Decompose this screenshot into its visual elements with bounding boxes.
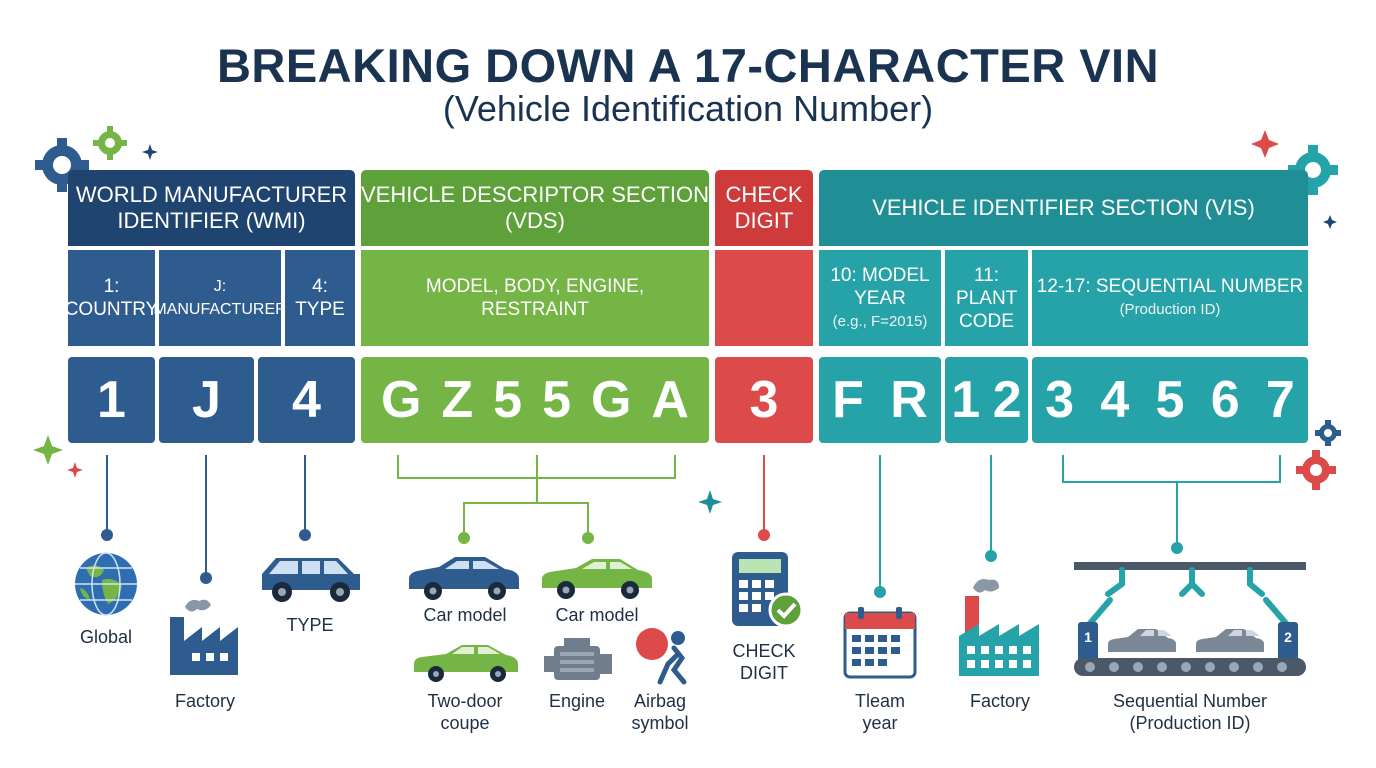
gear-icon — [93, 126, 127, 160]
vin-year-box: F R — [819, 357, 941, 443]
vin-seq-box: 3 4 5 6 7 — [1032, 357, 1308, 443]
check-digit-header: CHECK DIGIT — [715, 170, 813, 246]
vin-char: A — [651, 371, 689, 429]
svg-text:2: 2 — [1284, 629, 1292, 645]
wmi-sub-label: 1: COUNTRY — [64, 276, 159, 320]
airbag-icon — [636, 628, 687, 685]
wmi-sub-type: 4: TYPE — [285, 250, 355, 346]
vis-sub-note: (Production ID) — [1119, 301, 1221, 318]
sequential-label: Sequential Number (Production ID) — [1112, 691, 1268, 733]
vin-vds-box: G Z 5 5 G A — [361, 357, 709, 443]
sparkle-icon — [1251, 130, 1279, 158]
assembly-line-icon: 1 2 — [1074, 562, 1306, 676]
vin-char-box: 4 — [258, 357, 355, 443]
wmi-sub-manufacturer: J: MANUFACTURER — [153, 250, 287, 346]
car-model-label: Car model — [555, 605, 639, 625]
sparkle-icon — [698, 490, 722, 514]
vin-char: 7 — [1265, 371, 1295, 429]
vin-char: J — [192, 371, 221, 429]
type-label: TYPE — [286, 615, 334, 635]
engine-label: Engine — [548, 691, 606, 711]
vis-sub-model-year: 10: MODEL YEAR (e.g., F=2015) — [819, 250, 941, 346]
gears-decoration-right — [1251, 130, 1338, 229]
gear-icon — [1315, 420, 1341, 446]
calendar-icon — [843, 607, 917, 679]
vin-char: 5 — [493, 371, 523, 429]
vis-sub-label: 11: PLANT CODE — [956, 264, 1018, 332]
vds-sub: MODEL, BODY, ENGINE, RESTRAINT — [361, 250, 709, 346]
vds-sub-label: MODEL, BODY, ENGINE, RESTRAINT — [425, 276, 645, 320]
factory-label: Factory — [969, 691, 1030, 711]
airbag-label: Airbag symbol — [631, 691, 689, 733]
factory-label: Factory — [174, 691, 235, 711]
calculator-icon — [732, 552, 804, 628]
factory-icon — [959, 579, 1039, 676]
sparkle-icon — [33, 435, 63, 465]
vin-check-box: 3 — [715, 357, 813, 443]
vin-char: F — [832, 371, 864, 429]
coupe-icon — [542, 559, 652, 599]
check-digit-label: CHECK DIGIT — [732, 641, 796, 683]
vin-char: 4 — [1100, 371, 1130, 429]
vin-char: 5 — [542, 371, 571, 429]
vin-char: 3 — [749, 371, 779, 429]
sparkle-decoration-mid — [698, 490, 722, 514]
vis-sub-label: 10: MODEL YEAR — [830, 264, 930, 309]
vin-char: G — [590, 371, 632, 429]
sparkle-icon — [1323, 215, 1337, 229]
gears-decoration-right-lower — [1296, 420, 1341, 490]
wmi-sub-label: J: MANUFACTURER — [153, 278, 287, 318]
wmi-sub-country: 1: COUNTRY — [65, 250, 158, 346]
globe-icon — [75, 552, 137, 616]
vis-sub-plant-code: 11: PLANT CODE — [945, 250, 1028, 346]
check-digit-sub — [715, 250, 813, 346]
svg-text:1: 1 — [1084, 629, 1092, 645]
vin-char: 1 — [951, 371, 981, 429]
engine-icon — [544, 638, 612, 680]
vds-header: VEHICLE DESCRIPTOR SECTION (VDS) — [361, 170, 709, 246]
two-door-label: Two-door coupe — [427, 691, 503, 733]
suv-icon — [262, 558, 360, 602]
page-subtitle: (Vehicle Identification Number) — [442, 88, 934, 129]
vin-char: 3 — [1045, 371, 1075, 429]
vin-char: 1 — [97, 371, 126, 429]
vin-char: 2 — [992, 371, 1022, 429]
vis-header: VEHICLE IDENTIFIER SECTION (VIS) — [819, 170, 1308, 246]
vin-char-box: 1 — [68, 357, 155, 443]
sparkle-decoration-left — [33, 435, 83, 478]
vin-char: G — [380, 371, 422, 429]
vis-sub-note: (e.g., F=2015) — [832, 312, 928, 330]
factory-icon — [170, 599, 238, 675]
vin-char: R — [890, 371, 928, 429]
sparkle-icon — [67, 462, 83, 478]
page-title: BREAKING DOWN A 17-CHARACTER VIN — [216, 39, 1160, 92]
vin-char: 5 — [1155, 371, 1185, 429]
sparkle-icon — [142, 144, 158, 160]
two-door-car-icon — [414, 645, 518, 682]
vis-sub-label: 12-17: SEQUENTIAL NUMBER — [1036, 276, 1304, 297]
vin-char: 4 — [292, 371, 321, 429]
gear-icon — [1296, 450, 1336, 490]
vin-char-box: J — [159, 357, 254, 443]
vis-sub-sequential: 12-17: SEQUENTIAL NUMBER (Production ID) — [1032, 250, 1308, 346]
gears-decoration-left — [35, 126, 158, 192]
model-year-label: Tleam year — [854, 691, 905, 733]
wmi-header: WORLD MANUFACTURER IDENTIFIER (WMI) — [68, 170, 355, 246]
vin-char: Z — [441, 371, 474, 429]
car-model-label: Car model — [423, 605, 507, 625]
vin-plant-box: 1 2 — [945, 357, 1028, 443]
sedan-icon — [409, 557, 519, 600]
vin-char: 6 — [1210, 371, 1240, 429]
wmi-sub-label: 4: TYPE — [295, 276, 345, 320]
global-label: Global — [79, 627, 133, 647]
